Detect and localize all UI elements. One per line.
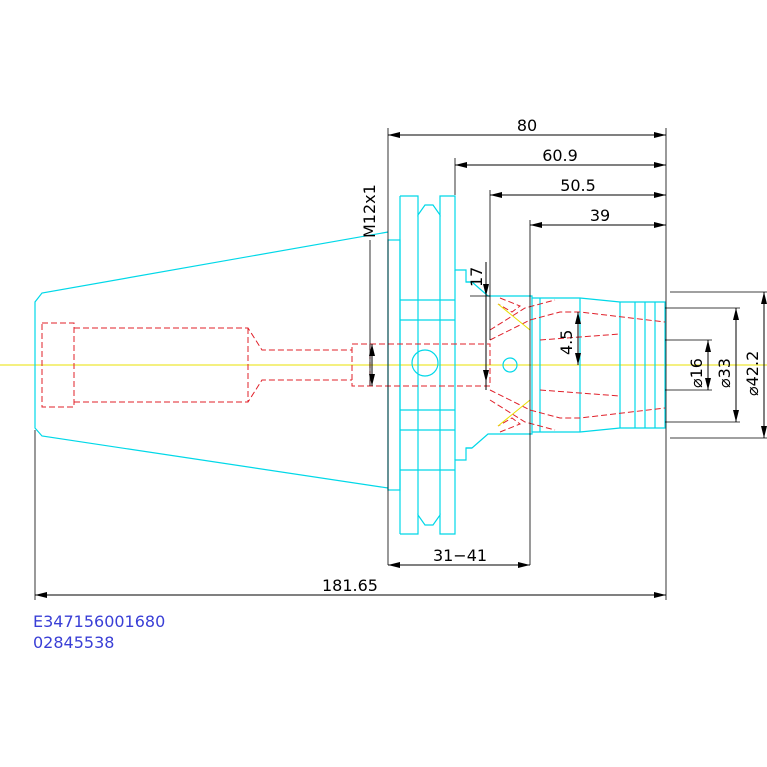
dim-gauge-45: 4.5 [557,330,576,355]
dim-length-609: 60.9 [542,146,578,165]
dim-total: 181.65 [322,576,378,595]
part-number-line2: 02845538 [33,633,114,652]
hidden-bore [41,297,666,433]
flange [387,195,518,535]
dim-length-39: 39 [590,206,610,225]
dimension-lines [34,128,767,600]
taper-shank [34,231,389,489]
dim-dia-33: ⌀33 [715,358,734,388]
dim-overall-length: 80 [517,116,537,135]
collet-nose [466,281,666,449]
dim-range: 31−41 [433,546,487,565]
dim-dia-16: ⌀16 [687,358,706,388]
dim-gauge-17: 17 [467,267,486,287]
dim-thread: M12x1 [360,184,379,238]
dim-dia-422: ⌀42.2 [743,351,762,396]
part-number-line1: E347156001680 [33,612,165,631]
dim-length-505: 50.5 [560,176,596,195]
